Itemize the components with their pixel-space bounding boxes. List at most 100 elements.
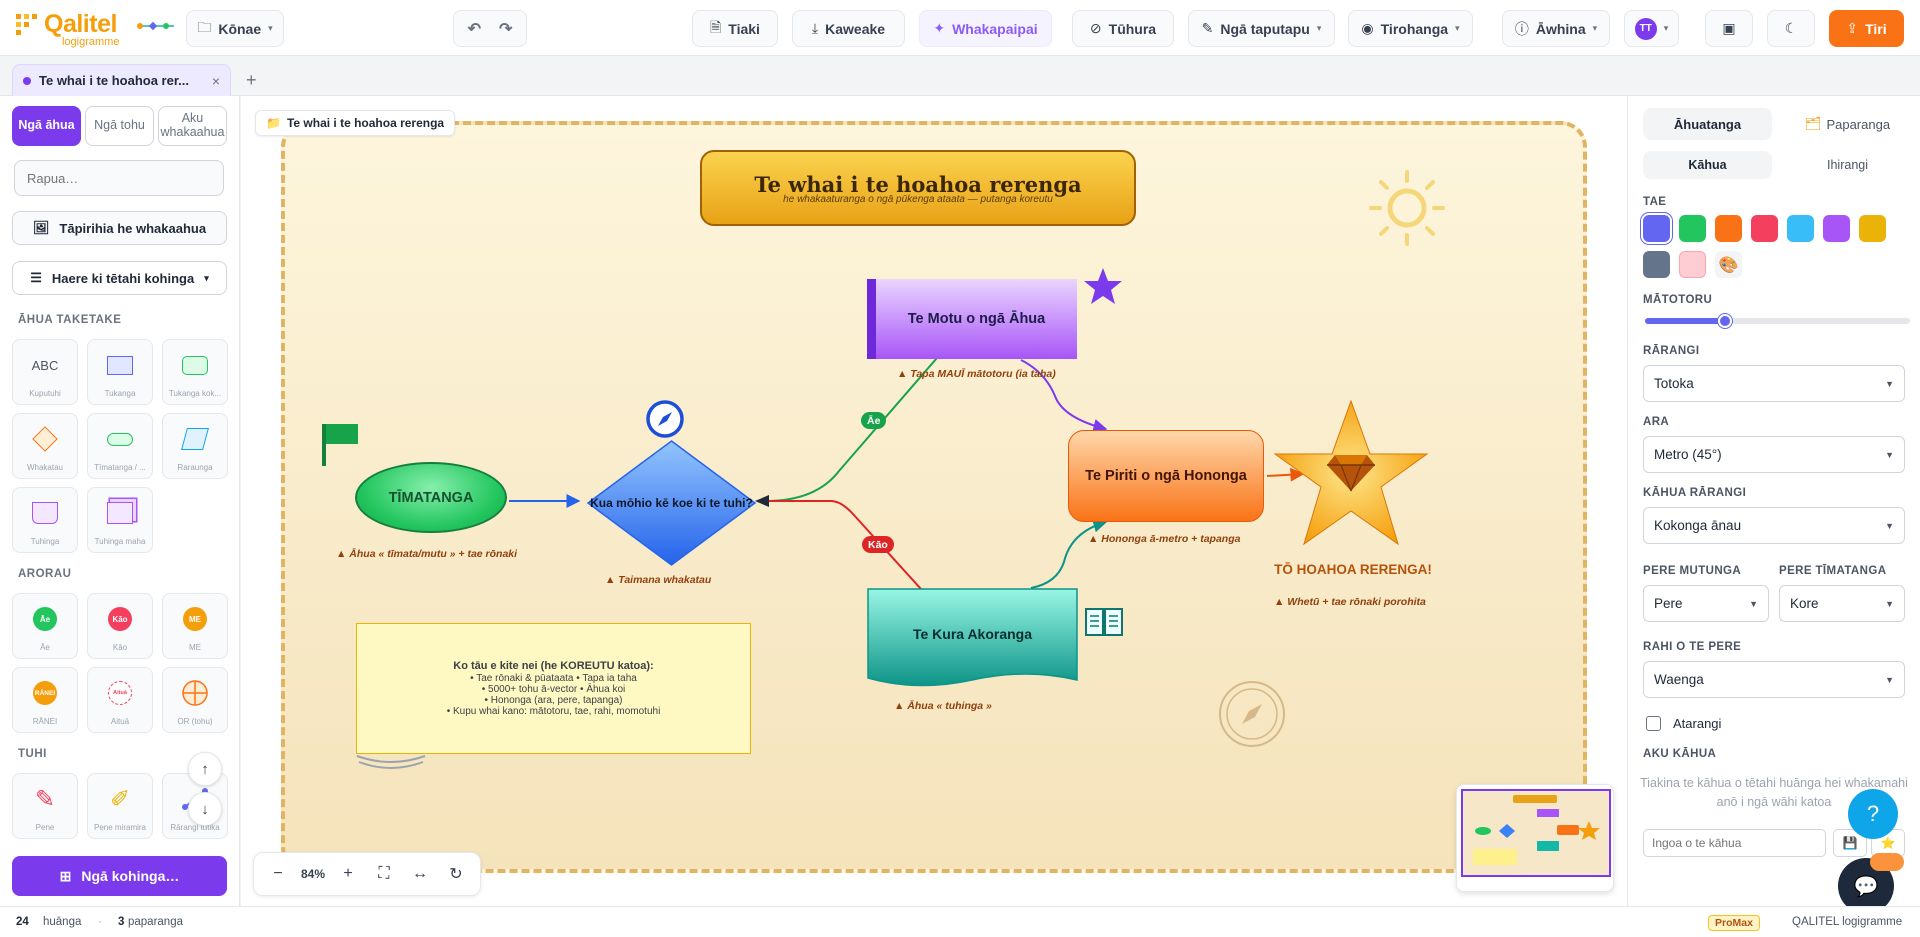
start-node[interactable]: TĪMATANGA (355, 462, 507, 533)
subtab-content[interactable]: Ihirangi (1827, 158, 1868, 172)
shape-tile-decision[interactable]: Whakatau (12, 413, 78, 479)
tab-layers[interactable]: 🗂 Paparanga (1783, 108, 1912, 140)
draw-tile-highlighter[interactable]: ✐ Pene miramira (87, 773, 153, 839)
minimap[interactable] (1456, 784, 1614, 892)
shape-search-input[interactable] (14, 160, 224, 196)
tab-icons[interactable]: Ngā tohu (85, 106, 154, 146)
note-line: • 5000+ tohu ā-vector • Āhua koi (481, 684, 626, 696)
logic-tile-or[interactable]: RĀNEI RĀNEI (12, 667, 78, 733)
logic-tile-error[interactable]: Aituā Aituā (87, 667, 153, 733)
decision-node[interactable]: Kua mōhio kē koe ki te tuhi? (586, 439, 757, 567)
tab-shapes[interactable]: Ngā āhua (12, 106, 81, 146)
color-swatch[interactable] (1751, 215, 1778, 242)
document-tab-label: Te whai i te hoahoa rer... (39, 73, 190, 88)
end-star-shape[interactable] (1273, 399, 1429, 547)
folders-menu[interactable]: 🗀 Kōnae ▾ (186, 10, 284, 47)
present-button[interactable]: ▣ (1705, 10, 1753, 47)
color-swatch[interactable] (1643, 215, 1670, 242)
help-fab-button[interactable]: ? (1848, 789, 1898, 839)
tab-properties[interactable]: Āhuatanga (1643, 108, 1772, 140)
save-label: Tiaki (728, 20, 760, 37)
color-swatch[interactable] (1859, 215, 1886, 242)
logic-tile-or-symbol[interactable]: OR (tohu) (162, 667, 228, 733)
custom-color-palette-icon[interactable]: 🎨 (1715, 251, 1742, 278)
zoom-level[interactable]: 84% (300, 867, 325, 881)
more-collections-label: Ngā kohinga… (81, 868, 180, 884)
shape-tile-text[interactable]: ABC Kuputuhi (12, 339, 78, 405)
shape-tile-multi-document[interactable]: Tuhinga maha (87, 487, 153, 553)
line-type-select[interactable]: Totoka▼ (1643, 365, 1905, 402)
more-collections-button[interactable]: ⊞ Ngā kohinga… (12, 856, 227, 896)
diagram-canvas[interactable]: 📁 Te whai i te hoahoa rerenga Te whai i … (241, 96, 1627, 906)
shape-tile-rounded-process[interactable]: Tukanga kok... (162, 339, 228, 405)
frame-label[interactable]: 📁 Te whai i te hoahoa rerenga (255, 110, 456, 136)
logic-tile-yes[interactable]: Āe Āe (12, 593, 78, 659)
animated-checkbox[interactable] (1646, 716, 1661, 731)
ai-enhance-button[interactable]: ✦ Whakapaipai (919, 10, 1052, 47)
start-arrow-label: PERE TĪMATANGA (1779, 565, 1887, 577)
diagram-subtitle: he whakaaturanga o ngā pūkenga ataata — … (783, 194, 1053, 205)
color-swatch[interactable] (1643, 251, 1670, 278)
logic-tile-and[interactable]: ME ME (162, 593, 228, 659)
tile-label: RĀNEI (32, 717, 58, 726)
thickness-slider[interactable] (1645, 314, 1910, 328)
shape-tile-terminator[interactable]: Tīmatanga / ... (87, 413, 153, 479)
shape-tile-process[interactable]: Tukanga (87, 339, 153, 405)
logic-tile-no[interactable]: Kāo Kāo (87, 593, 153, 659)
color-swatch[interactable] (1823, 215, 1850, 242)
color-swatch[interactable] (1787, 215, 1814, 242)
view-menu[interactable]: ◉ Tirohanga ▾ (1348, 10, 1473, 47)
minimap-viewport[interactable] (1461, 789, 1611, 877)
edge-label-no[interactable]: Kāo (862, 536, 894, 553)
line-style-select[interactable]: Kokonga ānau▼ (1643, 507, 1905, 544)
document-tab[interactable]: Te whai i te hoahoa rer... × (12, 64, 231, 96)
dark-mode-toggle[interactable]: ☾ (1767, 10, 1815, 47)
fit-width-icon[interactable]: ↔ (411, 865, 428, 882)
explore-button[interactable]: ⊘ Tūhura (1072, 10, 1174, 47)
color-swatch[interactable] (1715, 215, 1742, 242)
tab-my-images[interactable]: Aku whakaahua (158, 106, 227, 146)
undo-icon[interactable]: ↶ (467, 20, 481, 38)
color-label: TAE (1643, 196, 1667, 208)
start-caption: ▲ Āhua « tīmata/mutu » + tae rōnaki (336, 548, 518, 560)
thickness-slider-thumb[interactable] (1718, 314, 1732, 328)
redo-icon[interactable]: ↷ (499, 20, 513, 38)
color-swatch[interactable] (1679, 215, 1706, 242)
path-type-select[interactable]: Metro (45°)▼ (1643, 436, 1905, 473)
share-button[interactable]: ⇪ Tiri (1829, 10, 1904, 47)
start-arrow-select[interactable]: Kore▼ (1779, 585, 1905, 622)
save-button[interactable]: 🗎 Tiaki (692, 10, 778, 47)
go-to-collection-select[interactable]: ☰ Haere ki tētahi kohinga ▾ (12, 261, 227, 295)
scroll-up-button[interactable]: ↑ (188, 752, 222, 786)
zoom-in-icon[interactable]: + (343, 865, 353, 882)
account-menu[interactable]: TT ▾ (1624, 10, 1679, 47)
shape-tile-document[interactable]: Tuhinga (12, 487, 78, 553)
add-tab-icon[interactable]: + (246, 70, 257, 90)
color-swatch[interactable] (1679, 251, 1706, 278)
draw-tile-pen[interactable]: ✎ Pene (12, 773, 78, 839)
island-node[interactable]: Te Motu o ngā Āhua (867, 279, 1077, 359)
end-arrow-select[interactable]: Pere▼ (1643, 585, 1769, 622)
subtab-style[interactable]: Kāhua (1643, 151, 1772, 179)
import-image-button[interactable]: 🖼 Tāpirihia he whakaahua (12, 211, 227, 245)
diagram-title-block[interactable]: Te whai i te hoahoa rerenga he whakaatur… (700, 150, 1136, 226)
style-name-input[interactable] (1643, 829, 1826, 857)
zoom-out-icon[interactable]: − (273, 865, 283, 882)
chevron-down-icon: ▼ (1749, 598, 1758, 609)
arrow-size-select[interactable]: Waenga▼ (1643, 661, 1905, 698)
scroll-down-button[interactable]: ↓ (188, 792, 222, 826)
highlighter-icon: ✐ (109, 785, 131, 813)
save-style-button[interactable]: 💾 (1833, 829, 1867, 857)
export-button[interactable]: ⤓ Kaweake (792, 10, 905, 47)
bridge-node[interactable]: Te Piriti o ngā Hononga (1068, 430, 1264, 522)
close-icon[interactable]: × (211, 72, 220, 89)
app-logo[interactable]: Qalitel logigramme (14, 8, 174, 48)
fit-screen-icon[interactable]: ⛶ (378, 865, 390, 882)
school-node[interactable]: Te Kura Akoranga (867, 588, 1078, 690)
reset-view-icon[interactable]: ↻ (449, 866, 463, 883)
tools-menu[interactable]: ✎ Ngā taputapu ▾ (1188, 10, 1335, 47)
feature-note[interactable]: Ko tāu e kite nei (he KOREUTU katoa): • … (356, 623, 751, 754)
shape-tile-data[interactable]: Raraunga (162, 413, 228, 479)
help-menu[interactable]: ⓘ Āwhina ▾ (1502, 10, 1610, 47)
edge-label-yes[interactable]: Āe (861, 412, 887, 429)
